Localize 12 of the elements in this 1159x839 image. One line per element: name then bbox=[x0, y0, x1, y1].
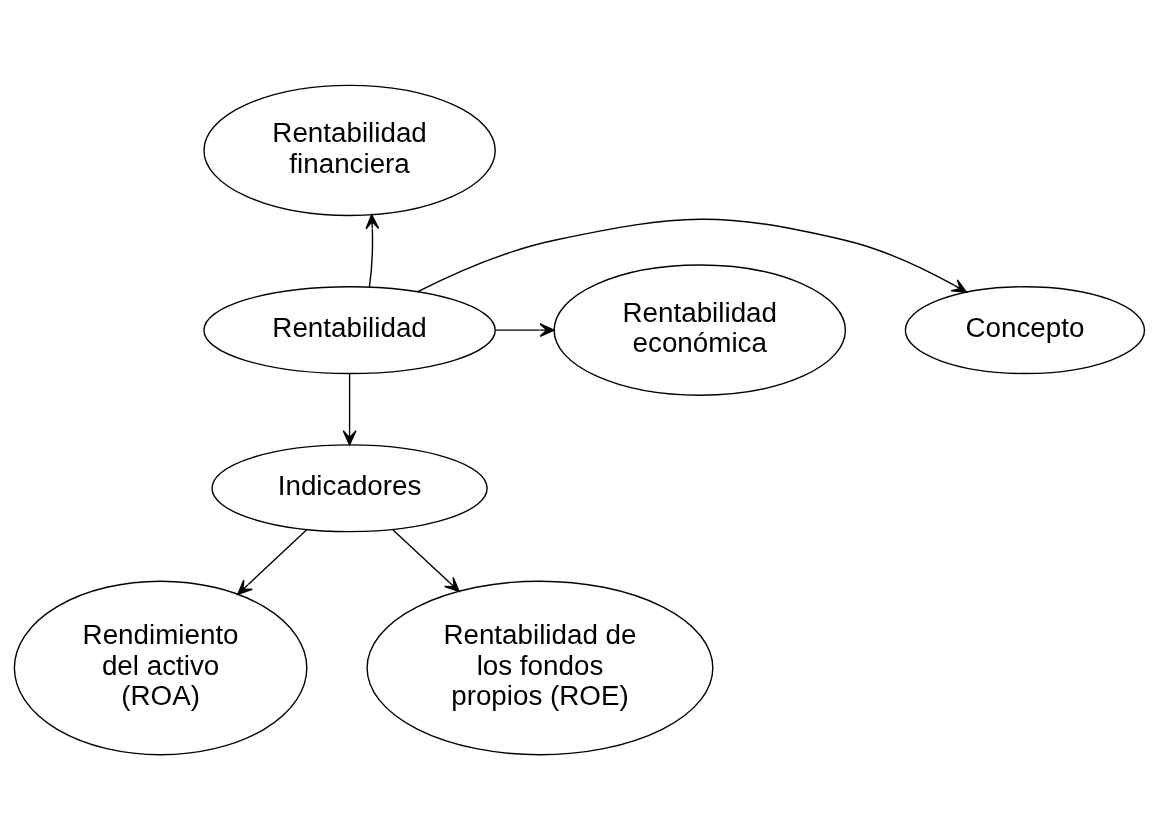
arrow bbox=[237, 528, 308, 595]
node-ellipse: Rentabilidad económica bbox=[553, 263, 847, 396]
node-ellipse: Rentabilidad financiera bbox=[203, 84, 496, 216]
arrow bbox=[494, 322, 555, 337]
arrow bbox=[342, 372, 357, 445]
arrow bbox=[417, 218, 968, 293]
arrow bbox=[391, 528, 460, 592]
arrow bbox=[365, 213, 380, 288]
node-ellipse: Indicadores bbox=[211, 443, 488, 532]
node-ellipse: Rentabilidad de los fondos propios (ROE) bbox=[366, 580, 714, 755]
node-ellipse: Rentabilidad bbox=[203, 285, 496, 374]
node-ellipse: Concepto bbox=[904, 285, 1146, 374]
